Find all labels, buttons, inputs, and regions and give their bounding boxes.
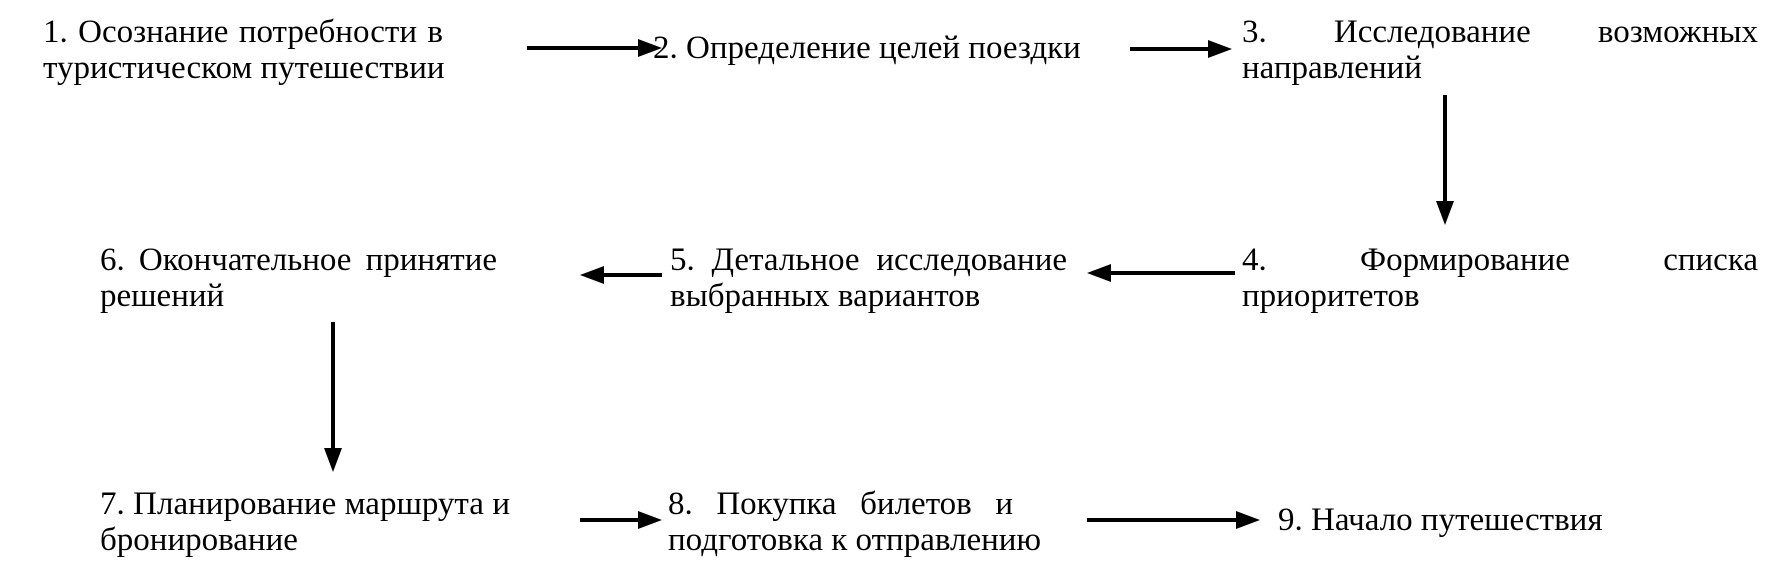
step-4: 4. Формирование списка приоритетов	[1242, 242, 1758, 314]
step-9-line-1: 9. Начало путешествия	[1278, 502, 1603, 538]
step-6: 6. Окончательное принятие решений	[100, 242, 497, 314]
step-5-line-2: выбранных вариантов	[670, 278, 981, 314]
step-2-line-1: 2. Определение целей поездки	[653, 30, 1081, 66]
arrow-head-icon	[638, 39, 662, 57]
connector-arrow-step5-to-step6	[580, 266, 662, 284]
step-6-line-1: 6. Окончательное принятие	[100, 242, 497, 278]
step-8-line-2: подготовка к отправлению	[668, 522, 1042, 558]
connector-arrow-step6-to-step7	[324, 322, 342, 472]
arrow-shaft	[527, 46, 642, 50]
step-9: 9. Начало путешествия	[1278, 502, 1638, 538]
arrow-shaft	[1087, 518, 1240, 522]
arrow-shaft	[600, 273, 662, 277]
arrow-head-icon	[324, 448, 342, 472]
step-7: 7. Планирование маршрута и бронирование	[100, 486, 510, 558]
connector-arrow-step4-to-step5	[1087, 264, 1235, 282]
step-3-line-1: 3. Исследование возможных	[1242, 14, 1758, 50]
arrow-head-icon	[1087, 264, 1111, 282]
step-2: 2. Определение целей поездки	[653, 30, 1123, 66]
step-1-line-1: 1. Осознание потребности в	[43, 14, 443, 50]
step-8: 8. Покупка билетов и подготовка к отправ…	[668, 486, 1042, 558]
arrow-head-icon	[1436, 201, 1454, 225]
arrow-shaft	[331, 322, 335, 452]
connector-arrow-step1-to-step2	[527, 39, 662, 57]
step-8-line-1: 8. Покупка билетов и	[668, 486, 1013, 522]
step-7-line-1: 7. Планирование маршрута и	[100, 486, 510, 522]
arrow-shaft	[1130, 47, 1212, 51]
arrow-head-icon	[1208, 40, 1232, 58]
arrow-head-icon	[638, 511, 662, 529]
connector-arrow-step2-to-step3	[1130, 40, 1232, 58]
step-3: 3. Исследование возможных направлений	[1242, 14, 1758, 86]
step-1-line-2: туристическом путешествии	[43, 50, 445, 86]
step-3-line-2: направлений	[1242, 50, 1422, 86]
arrow-shaft	[1107, 271, 1235, 275]
step-5-line-1: 5. Детальное исследование	[670, 242, 1067, 278]
step-7-line-2: бронирование	[100, 522, 298, 558]
arrow-head-icon	[580, 266, 604, 284]
connector-arrow-step3-to-step4	[1436, 95, 1454, 225]
arrow-shaft	[1443, 95, 1447, 205]
step-4-line-1: 4. Формирование списка	[1242, 242, 1758, 278]
step-4-line-2: приоритетов	[1242, 278, 1420, 314]
arrow-head-icon	[1236, 511, 1260, 529]
connector-arrow-step8-to-step9	[1087, 511, 1260, 529]
step-1: 1. Осознание потребности в туристическом…	[43, 14, 445, 86]
arrow-shaft	[580, 518, 642, 522]
step-6-line-2: решений	[100, 278, 225, 314]
connector-arrow-step7-to-step8	[580, 511, 662, 529]
step-5: 5. Детальное исследование выбранных вари…	[670, 242, 1067, 314]
